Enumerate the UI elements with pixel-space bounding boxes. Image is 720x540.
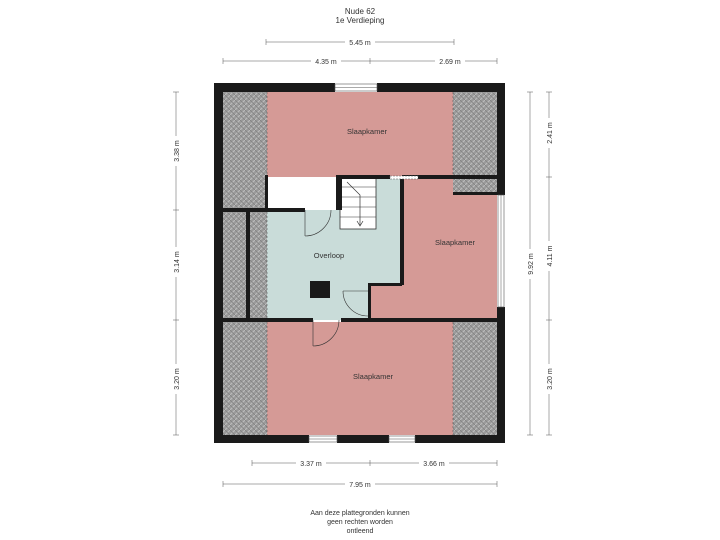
room-label-landing: Overloop <box>314 251 344 260</box>
dim-top-right: 2.69 m <box>439 59 461 66</box>
dim-left-lower: 3.20 m <box>174 368 181 390</box>
room-label-bedroom-bottom: Slaapkamer <box>353 372 394 381</box>
knee-wall-lines <box>266 92 454 435</box>
roof-slope-mid-left <box>223 212 267 320</box>
dim-left-upper: 3.38 m <box>174 140 181 162</box>
disclaimer-line: Aan deze plattegronden kunnen <box>310 510 410 517</box>
dim-right-upper: 2.41 m <box>547 122 554 144</box>
dim-right-middle: 4.11 m <box>547 245 554 266</box>
roof-slope-top-left <box>223 92 267 210</box>
roof-slope-bottom-right <box>453 322 497 435</box>
plan-title: Nude 62 <box>344 7 376 16</box>
dim-bottom-total: 7.95 m <box>349 482 371 489</box>
walls <box>214 83 505 443</box>
disclaimer-line: geen rechten worden <box>327 519 393 526</box>
dim-right-lower: 3.20 m <box>547 368 554 390</box>
roof-slope-mid-right-corner <box>453 177 497 195</box>
dim-top-total: 5.45 m <box>349 40 371 47</box>
doors <box>304 209 369 347</box>
dim-right-inner: 9.92 m <box>528 253 535 275</box>
windows <box>308 83 505 443</box>
bedroom-right <box>370 177 497 320</box>
disclaimer: Aan deze plattegronden kunnen geen recht… <box>0 509 720 536</box>
plan-floor-label: 1e Verdieping <box>335 16 385 25</box>
dim-bottom-left: 3.37 m <box>300 461 322 468</box>
bedroom-bottom <box>267 322 453 435</box>
bedroom-top <box>267 92 453 177</box>
roof-slope-bottom-left <box>223 322 267 435</box>
dim-bottom-right: 3.66 m <box>423 461 445 468</box>
room-label-bedroom-right: Slaapkamer <box>435 238 476 247</box>
disclaimer-line: ontleend <box>346 528 374 535</box>
dim-left-middle: 3.14 m <box>174 251 181 273</box>
dim-top-left: 4.35 m <box>315 59 337 66</box>
roof-slope-top-right <box>453 92 497 177</box>
chimney <box>310 281 330 298</box>
staircase <box>339 176 377 230</box>
room-label-bedroom-top: Slaapkamer <box>347 127 388 136</box>
